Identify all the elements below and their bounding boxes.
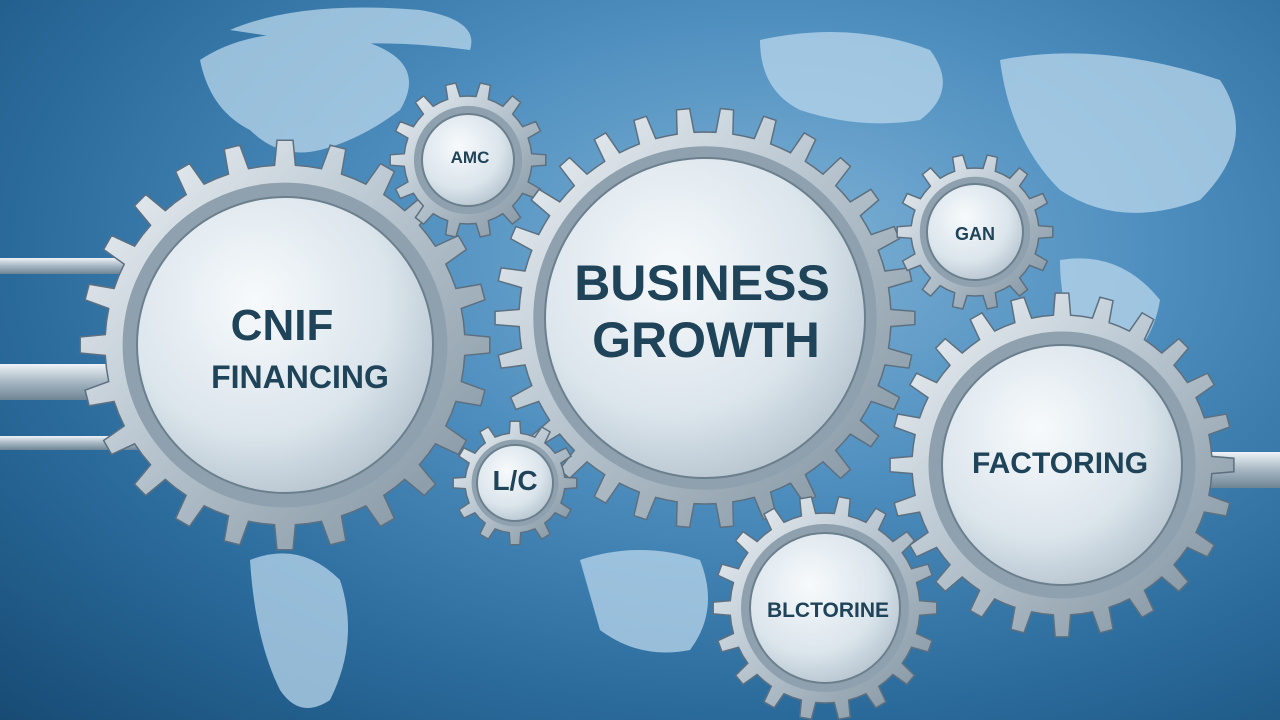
gear-face (136, 196, 434, 494)
gear-factoring (889, 292, 1235, 638)
gear-bottom (712, 495, 938, 720)
gear-top-small (389, 82, 547, 238)
center-line2: GROWTH (592, 312, 820, 368)
gear-face (926, 183, 1024, 281)
lc-label: L/C (492, 465, 537, 496)
top-right-label: GAN (955, 224, 995, 244)
gear-face (421, 113, 515, 207)
gear-top-right (896, 154, 1054, 310)
factoring-label: FACTORING (972, 447, 1148, 480)
gear-lc (452, 420, 578, 546)
center-line1: BUSINESS (574, 255, 830, 311)
gear-financing (79, 139, 491, 551)
gear-face (544, 157, 866, 479)
bottom-label: BLCTORINE (767, 599, 889, 622)
gear-cluster (79, 82, 1235, 720)
gear-face (749, 532, 901, 684)
gear-face (941, 344, 1183, 586)
gear-face (476, 444, 554, 522)
top-small-label: AMC (451, 148, 490, 167)
gear-labels: CNIF FINANCING AMC BUSINESS GROWTH GAN F… (211, 148, 1148, 622)
financing-line2: FINANCING (211, 359, 389, 395)
gear-center (494, 107, 916, 529)
financing-line1: CNIF (231, 301, 334, 350)
